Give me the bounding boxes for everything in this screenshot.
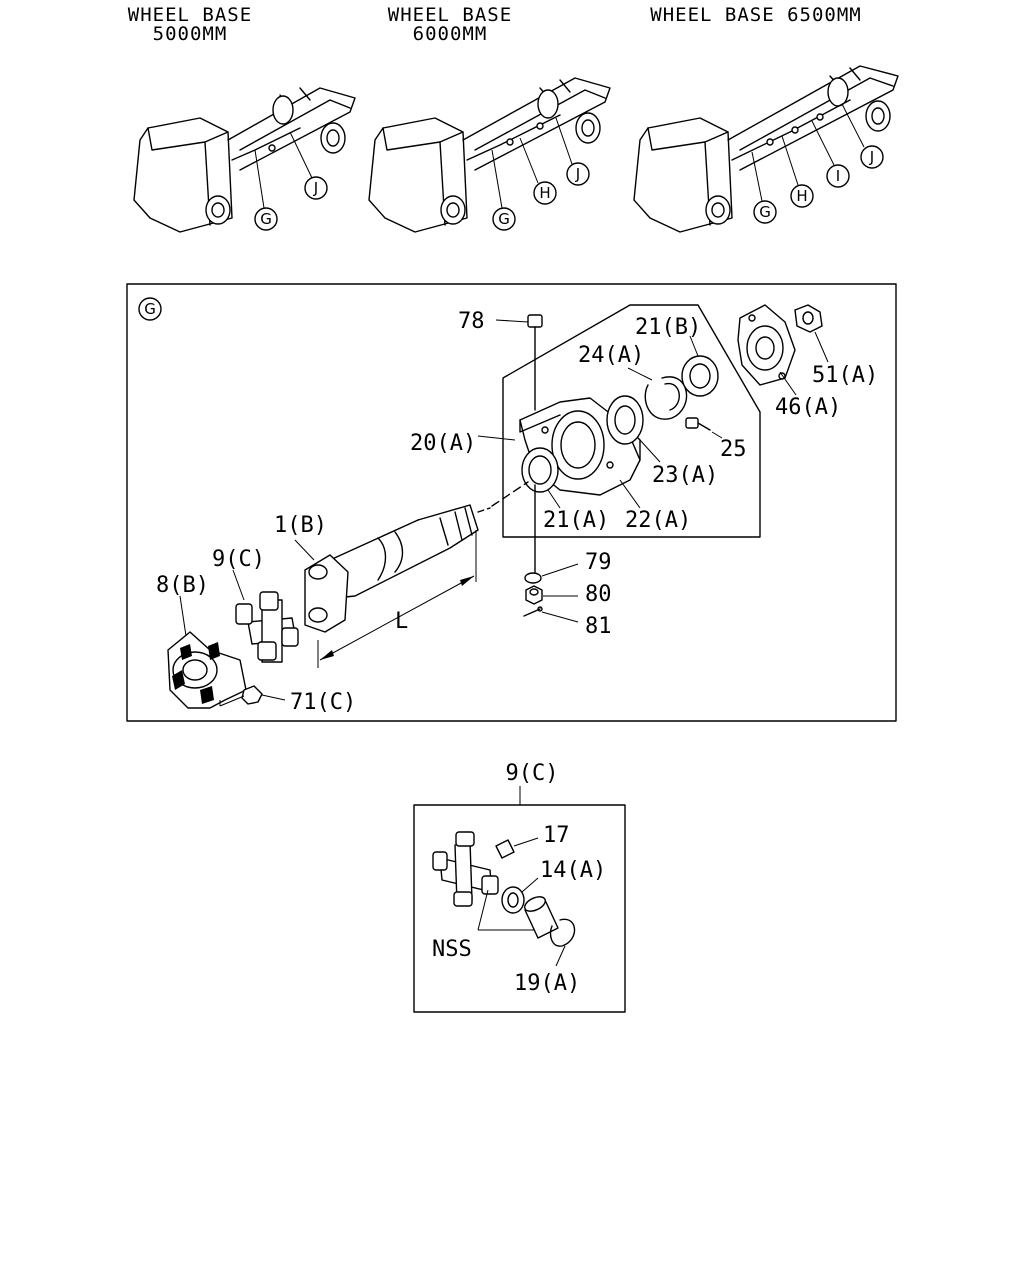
callout-j-1: [304, 176, 328, 200]
label-20a: 20(A): [410, 431, 476, 456]
label-81: 81: [585, 614, 612, 639]
header-1-line2: 5000MM: [153, 23, 228, 45]
label-21b: 21(B): [635, 315, 701, 340]
dimension-l: [317, 530, 477, 668]
callout-i-3-text: I: [836, 167, 840, 185]
cotter-pin-81: [523, 606, 543, 617]
universal-joint-9c: [235, 591, 299, 663]
truck-illustration-2: G H J: [368, 77, 611, 233]
label-14a: 14(A): [540, 858, 606, 883]
label-9c: 9(C): [212, 547, 265, 572]
flange-yoke-8b: [167, 631, 247, 709]
callout-j-2-text: J: [575, 165, 580, 183]
callout-j-1-text: J: [313, 179, 318, 197]
header-2-line1: WHEEL BASE: [388, 4, 512, 26]
bearing-cup: [524, 896, 559, 939]
label-80: 80: [585, 582, 612, 607]
callout-g-3-text: G: [759, 203, 771, 221]
label-19a: 19(A): [514, 971, 580, 996]
grease-fitting-17: [495, 839, 515, 859]
callout-j-2: [566, 162, 590, 186]
callout-h-2-text: H: [539, 184, 550, 202]
bearing-23a: [606, 395, 644, 445]
callout-g-1: [254, 207, 278, 231]
header-1-line1: WHEEL BASE: [128, 4, 252, 26]
callout-j-3: [860, 145, 884, 169]
label-71c: 71(C): [290, 690, 356, 715]
callout-j-3-text: J: [869, 148, 874, 166]
callout-h-3-text: H: [796, 187, 807, 205]
callout-h-2: [533, 181, 557, 205]
detail-box-g: G 78 20(A) 22(A) 21(A): [126, 283, 897, 722]
label-8b: 8(B): [156, 573, 209, 598]
seal-14a: [501, 886, 525, 914]
center-bearing-outline: [502, 304, 761, 538]
nut-71c: [219, 685, 263, 707]
grease-nipple-25: [685, 417, 711, 431]
snap-ring-19a: [549, 918, 576, 947]
label-79: 79: [585, 550, 612, 575]
header-3-line1: WHEEL BASE 6500MM: [650, 4, 861, 26]
label-51a: 51(A): [812, 363, 878, 388]
label-25: 25: [720, 437, 747, 462]
callout-h-3: [790, 184, 814, 208]
section-marker-g: [138, 297, 162, 321]
flange-46a: [737, 304, 796, 386]
wheelbase-header-1: WHEEL BASE 5000MM: [128, 4, 252, 45]
wheelbase-header-2: WHEEL BASE 6000MM: [388, 4, 512, 45]
label-23a: 23(A): [652, 463, 718, 488]
nut-80: [525, 585, 543, 605]
section-marker-g-text: G: [144, 300, 156, 318]
label-22a: 22(A): [625, 508, 691, 533]
label-21a: 21(A): [543, 508, 609, 533]
truck-illustration-1: G J: [133, 87, 356, 233]
spider-cross: [432, 831, 499, 907]
nss-leader: [477, 889, 535, 931]
propeller-shaft-1b: [304, 504, 491, 633]
nut-51a: [794, 304, 823, 333]
bolt-78: [527, 314, 543, 411]
callout-g-2-text: G: [498, 210, 510, 228]
label-24a: 24(A): [578, 343, 644, 368]
callout-i-3: [826, 164, 850, 188]
callout-g-1-text: G: [260, 210, 272, 228]
truck-illustration-3: G H I J: [633, 65, 899, 233]
callout-g-3: [753, 200, 777, 224]
wheelbase-header-3: WHEEL BASE 6500MM: [650, 4, 861, 26]
seal-21b: [681, 355, 719, 397]
header-2-line2: 6000MM: [413, 23, 488, 45]
snap-ring-24a: [644, 376, 688, 420]
rubber-cushion-22a: [521, 447, 559, 493]
label-17: 17: [543, 823, 570, 848]
label-78: 78: [458, 309, 485, 334]
joint-detail-box: 9(C) 17 14(A) 19(A): [413, 761, 626, 1013]
label-1b: 1(B): [274, 513, 327, 538]
label-nss: NSS: [432, 937, 472, 962]
label-46a: 46(A): [775, 395, 841, 420]
washer-79: [524, 572, 542, 584]
joint-box-title: 9(C): [506, 761, 559, 786]
callout-g-2: [492, 207, 516, 231]
label-l: L: [395, 609, 408, 634]
